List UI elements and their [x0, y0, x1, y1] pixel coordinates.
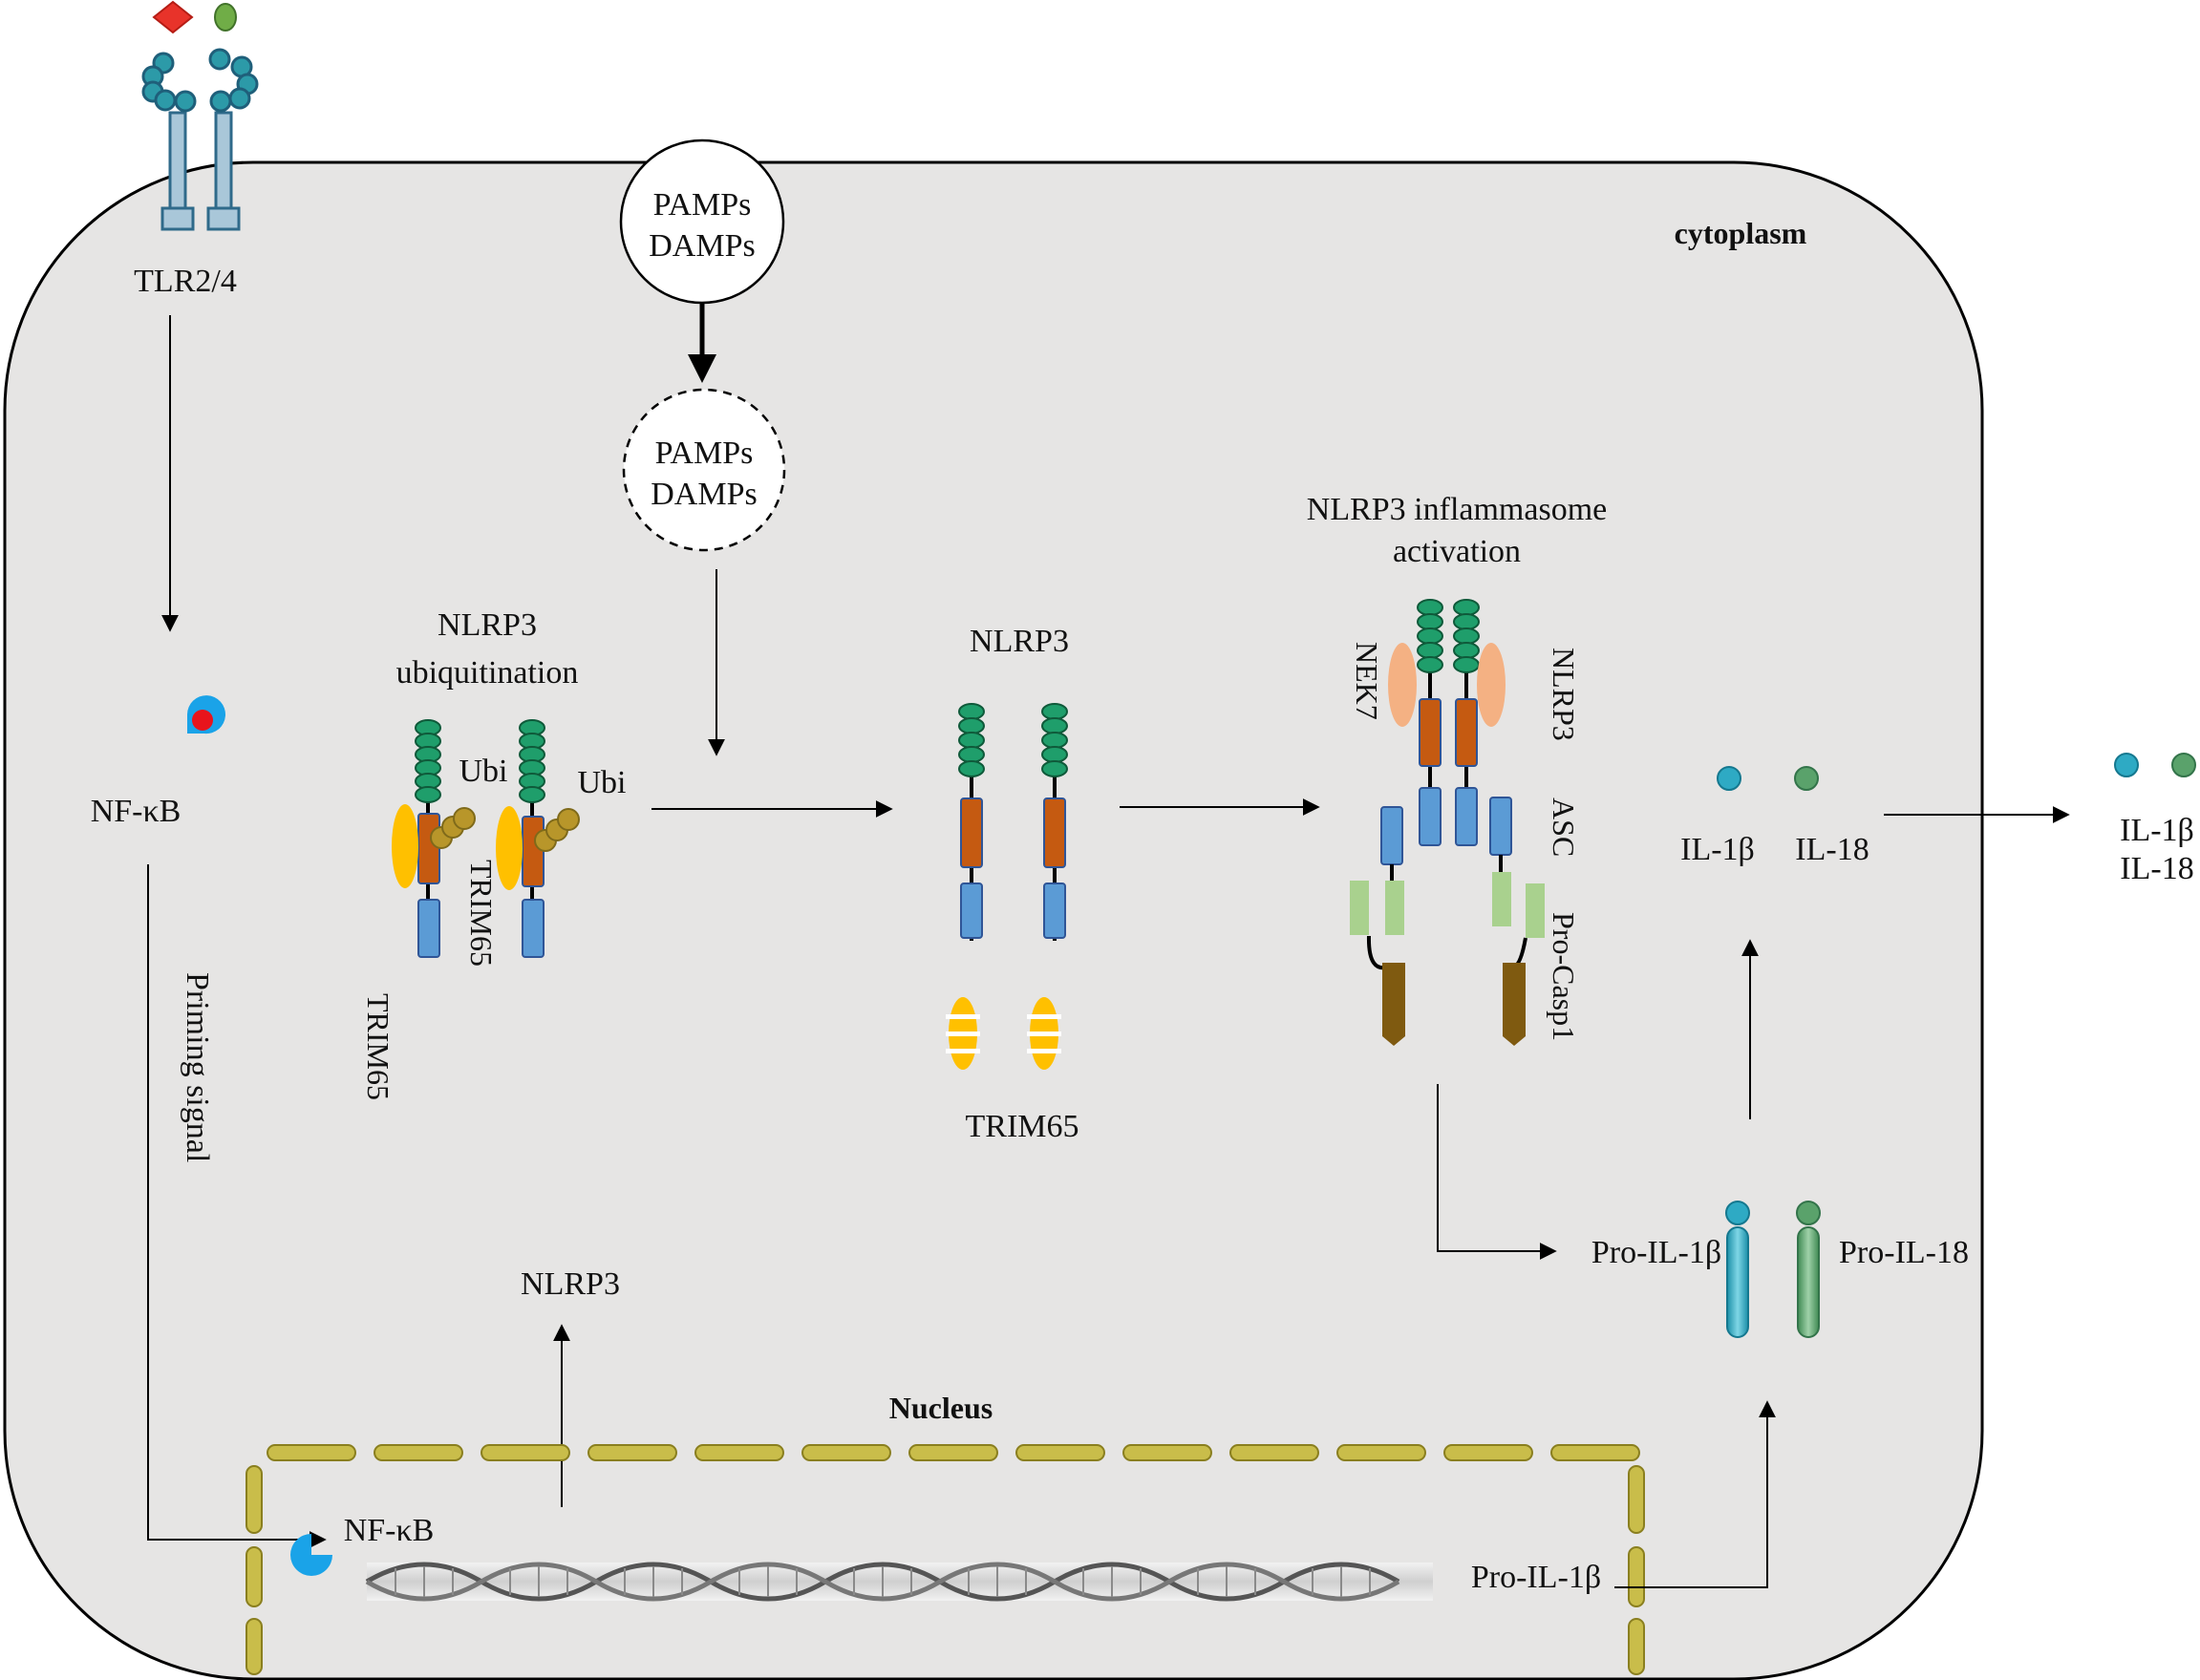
- tlr-receptor-icon: [141, 0, 259, 231]
- inflammasome-complex-icon: [1350, 599, 1545, 1046]
- nuclear-envelope: [246, 1444, 1645, 1675]
- tlr-label: TLR2/4: [134, 264, 237, 299]
- arrow-priming: [147, 864, 327, 1548]
- nfkb-label: NF-κB: [91, 794, 182, 829]
- priming-label: Priming signal: [180, 972, 215, 1162]
- out-il18-label: IL-18: [2120, 851, 2193, 886]
- activation-title-1: NLRP3 inflammasome: [1307, 492, 1607, 527]
- out-il1b-label: IL-1β: [2120, 813, 2194, 848]
- nfkb-nucleus-label: NF-κB: [344, 1513, 435, 1548]
- nlrp3-side-label: NLRP3: [1547, 648, 1581, 741]
- nucleus-label: Nucleus: [889, 1391, 993, 1425]
- cell-membrane: [3, 160, 1984, 1680]
- pamps-outer-line2: DAMPs: [649, 228, 755, 264]
- out-il1b-dot-icon: [2114, 753, 2139, 777]
- pro-il18-label: Pro-IL-18: [1839, 1235, 1969, 1270]
- nfkb-icon: [187, 695, 225, 734]
- ubiquitinated-nlrp3-right-icon: [496, 719, 580, 958]
- cytoplasm-label: cytoplasm: [1675, 216, 1807, 250]
- pamps-inner-circle: [622, 388, 786, 552]
- trim65-free-icon: [946, 997, 1061, 1070]
- pamps-outer-circle: [619, 138, 785, 305]
- nlrp3-free-right-icon: [1041, 703, 1068, 941]
- activation-title-2: activation: [1393, 534, 1521, 569]
- arrow-inflammasome-to-proil: [1437, 1084, 1557, 1260]
- pamps-inner-line2: DAMPs: [651, 477, 757, 512]
- nek7-label: NEK7: [1350, 642, 1384, 720]
- nfkb-nucleus-icon: [290, 1534, 332, 1576]
- arrow-dna-to-proil: [1614, 1400, 1776, 1588]
- nlrp3-nucleus-label: NLRP3: [521, 1266, 620, 1302]
- il1b-dot-icon: [1717, 766, 1741, 791]
- trim65-label-a: TRIM65: [361, 993, 395, 1100]
- pamps-outer-line1: PAMPs: [653, 187, 752, 223]
- il18-label: IL-18: [1795, 832, 1869, 867]
- pro-il18-icon: [1796, 1201, 1821, 1338]
- trim65-label-b: TRIM65: [464, 860, 499, 967]
- ubiquitination-title-2: ubiquitination: [396, 655, 579, 691]
- ubi-label-right: Ubi: [578, 765, 627, 800]
- pro-il1b-dna-label: Pro-IL-1β: [1471, 1560, 1601, 1595]
- trim65-free-label: TRIM65: [966, 1109, 1079, 1144]
- ubi-label-left: Ubi: [459, 754, 508, 789]
- asc-label: ASC: [1547, 797, 1581, 857]
- pamps-inner-line1: PAMPs: [655, 436, 754, 471]
- pro-il1b-top-label: Pro-IL-1β: [1591, 1235, 1721, 1270]
- pro-il1b-icon: [1725, 1201, 1750, 1338]
- il1b-label: IL-1β: [1680, 832, 1755, 867]
- ubiquitinated-nlrp3-left-icon: [392, 719, 476, 958]
- il18-dot-icon: [1794, 766, 1819, 791]
- dna-strand-icon: [365, 1562, 1433, 1602]
- ubiquitination-title-1: NLRP3: [438, 607, 537, 643]
- nlrp3-free-label: NLRP3: [970, 624, 1069, 659]
- out-il18-dot-icon: [2171, 753, 2196, 777]
- nlrp3-free-left-icon: [958, 703, 985, 941]
- procasp1-label: Pro-Casp1: [1547, 912, 1581, 1041]
